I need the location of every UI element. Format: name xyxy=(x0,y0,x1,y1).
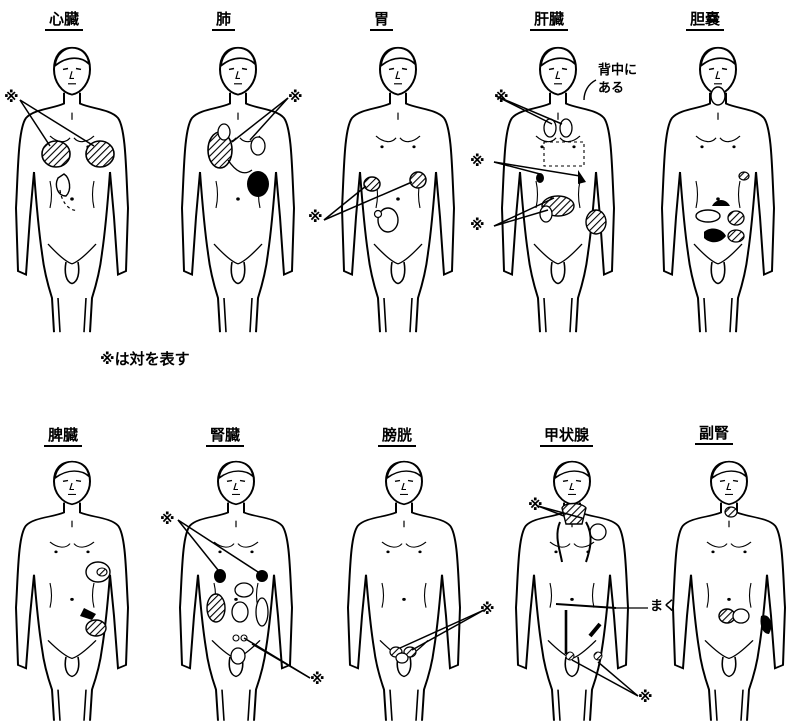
panel-stomach: 胃 ※ xyxy=(320,0,480,330)
figure-spleen xyxy=(0,412,160,722)
figure-stomach xyxy=(320,0,480,330)
panel-liver: 肝臓 背中に ある ※ ※ ※ xyxy=(480,0,640,330)
figure-thyroid xyxy=(490,412,655,722)
organ-lung-dark xyxy=(247,171,269,197)
organ-heart-right xyxy=(86,141,114,167)
panel-spleen: 脾臓 xyxy=(0,412,160,722)
figure-heart xyxy=(0,0,160,330)
panel-lung: 肺 ※ xyxy=(160,0,320,330)
organ-kidney-left xyxy=(207,594,225,622)
figure-lung xyxy=(160,0,320,330)
organ-heart-core xyxy=(56,174,69,196)
panel-adrenal: 副腎 xyxy=(655,412,798,722)
legend-pair-note: ※は対を表す xyxy=(100,348,190,369)
organ-adrenal-neck xyxy=(725,507,737,517)
organ-liver-lower xyxy=(586,210,606,234)
organ-stomach-left xyxy=(364,177,380,191)
figure-liver xyxy=(480,0,640,330)
figure-gallbladder xyxy=(640,0,798,330)
organ-heart-left xyxy=(42,141,70,167)
organ-gallbladder-throat xyxy=(711,87,725,105)
panel-thyroid: 甲状腺 ※ ※ まく xyxy=(490,412,655,722)
panel-kidney: 腎臓 ※ ※ xyxy=(160,412,330,722)
panel-gallbladder: 胆嚢 xyxy=(640,0,798,330)
figure-bladder xyxy=(330,412,490,722)
organ-spleen xyxy=(80,608,96,620)
panel-bladder: 膀胱 ※ xyxy=(330,412,490,722)
organ-stomach-right xyxy=(410,172,426,188)
panel-heart: 心臓 ※ xyxy=(0,0,160,330)
figure-kidney xyxy=(160,412,330,722)
figure-adrenal xyxy=(655,412,798,722)
